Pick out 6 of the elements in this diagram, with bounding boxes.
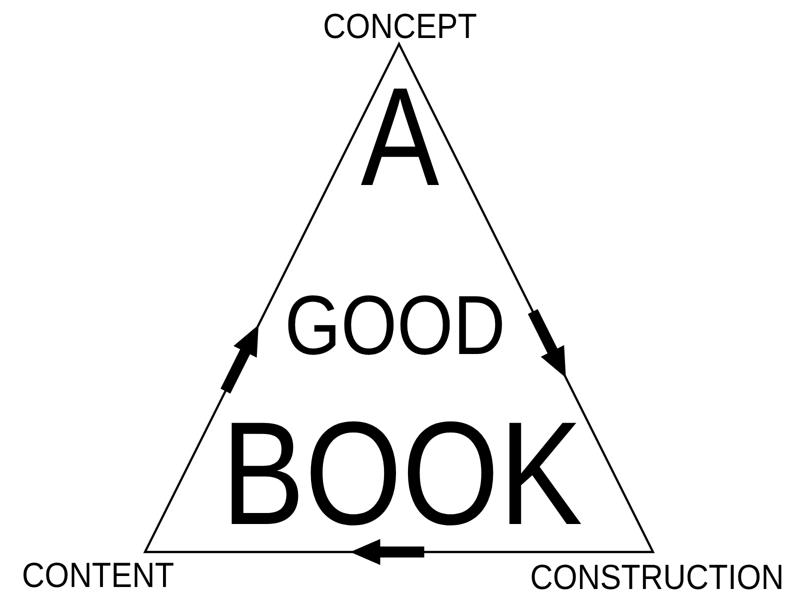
center-text: GOOD bbox=[284, 292, 506, 360]
vertex-label: CONCEPT bbox=[323, 12, 477, 41]
center-text: BOOK bbox=[221, 416, 583, 534]
vertex-label: CONTENT bbox=[21, 562, 174, 590]
vertex-label: CONSTRUCTION bbox=[530, 564, 784, 592]
center-text: A bbox=[360, 80, 440, 193]
